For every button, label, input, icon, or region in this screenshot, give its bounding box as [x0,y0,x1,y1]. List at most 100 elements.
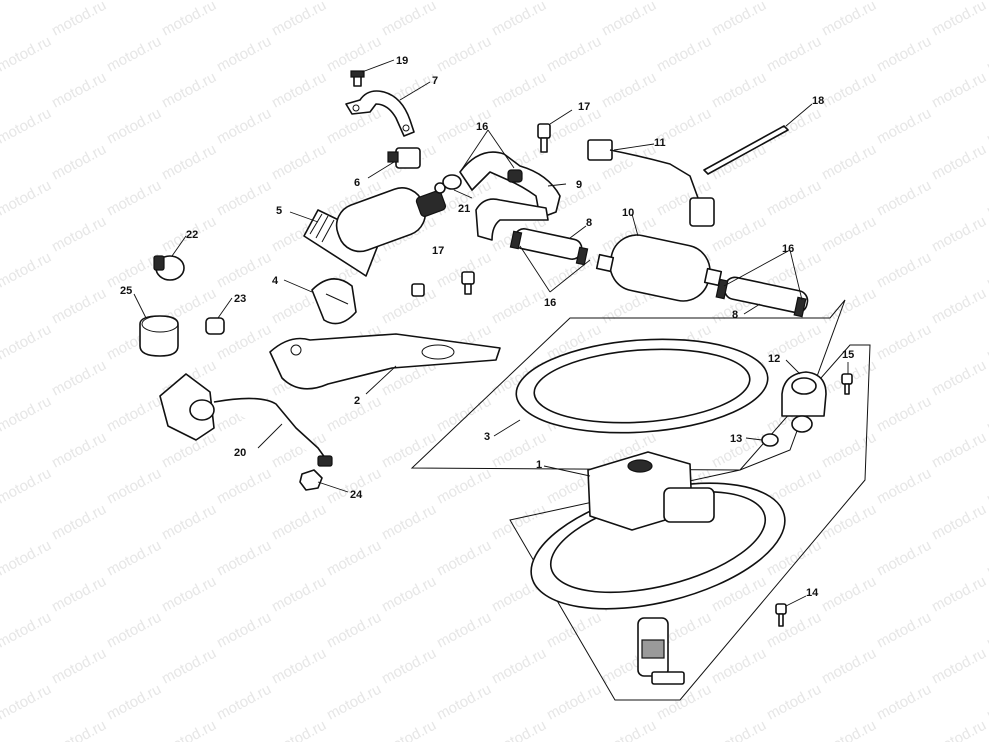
watermark-text: motod.ru [764,105,824,148]
callout-16-right: 16 [782,243,794,255]
watermark-text: motod.ru [214,33,274,76]
callout-15: 15 [842,349,854,361]
part-fuel-sender [637,617,685,685]
watermark-text: motod.ru [324,0,384,4]
watermark-text: motod.ru [104,681,164,724]
watermark-text: motod.ru [489,645,549,688]
watermark-text: motod.ru [489,285,549,328]
watermark-text: motod.ru [599,717,659,742]
watermark-text: motod.ru [489,717,549,742]
watermark-text: motod.ru [929,645,989,688]
part-14-screw [775,603,787,627]
watermark-text: motod.ru [49,141,109,184]
watermark-text: motod.ru [159,645,219,688]
callout-2: 2 [354,395,360,407]
watermark-text: motod.ru [379,645,439,688]
watermark-text: motod.ru [269,573,329,616]
callouts: 1 2 3 4 5 6 7 8 8 9 10 11 12 13 14 15 16… [120,55,854,599]
watermark-text: motod.ru [874,465,934,508]
watermark-text: motod.ru [0,393,54,436]
callout-5: 5 [276,205,282,217]
watermark-text: motod.ru [0,177,54,220]
watermark-text: motod.ru [269,717,329,742]
watermark-text: motod.ru [49,573,109,616]
watermark-text: motod.ru [0,609,54,652]
watermark-text: motod.ru [874,537,934,580]
watermark-text: motod.ru [764,0,824,4]
part-22-clamp [153,255,185,281]
watermark-text: motod.ru [819,213,879,256]
watermark-text: motod.ru [654,33,714,76]
callout-11: 11 [654,137,666,149]
watermark-text: motod.ru [434,681,494,724]
watermark-text: motod.ru [0,465,54,508]
watermark-text: motod.ru [929,501,989,544]
callout-24: 24 [350,489,363,501]
callout-8-lower: 8 [732,309,738,321]
callout-3: 3 [484,431,490,443]
part-15-screw [841,373,853,395]
watermark-text: motod.ru [324,609,384,652]
watermark-text: motod.ru [104,177,164,220]
watermark-text: motod.ru [929,285,989,328]
watermark-text: motod.ru [874,609,934,652]
part-7-bracket [345,90,415,137]
watermark-text: motod.ru [49,357,109,400]
watermark-text: motod.ru [324,537,384,580]
watermark-text: motod.ru [49,285,109,328]
watermark-text: motod.ru [654,681,714,724]
watermark-text: motod.ru [929,573,989,616]
watermark-text: motod.ru [984,609,989,652]
watermark-text: motod.ru [984,465,989,508]
watermark-text: motod.ru [214,105,274,148]
watermark-text: motod.ru [984,537,989,580]
watermark-text: motod.ru [984,105,989,148]
watermark-text: motod.ru [544,681,604,724]
callout-7: 7 [432,75,438,87]
watermark-text: motod.ru [324,681,384,724]
watermark-text: motod.ru [654,0,714,4]
watermark-text: motod.ru [379,501,439,544]
watermark-text: motod.ru [929,69,989,112]
watermark-text: motod.ru [379,717,439,742]
watermark-text: motod.ru [764,177,824,220]
watermark-text: motod.ru [874,249,934,292]
watermark-text: motod.ru [709,0,769,40]
watermark-text: motod.ru [159,69,219,112]
watermark-text: motod.ru [269,645,329,688]
watermark-text: motod.ru [874,33,934,76]
watermark-text: motod.ru [0,681,54,724]
watermark-text: motod.ru [0,105,54,148]
part-2-bracket [269,333,501,390]
watermark-text: motod.ru [819,141,879,184]
part-8-hose-left [509,228,589,266]
callout-6: 6 [354,177,360,189]
watermark-text: motod.ru [874,0,934,4]
callout-16-bottom: 16 [544,297,556,309]
callout-17-middle: 17 [432,245,444,257]
watermark-text: motod.ru [599,0,659,40]
callout-23: 23 [234,293,246,305]
watermark-text: motod.ru [49,429,109,472]
watermark-text: motod.ru [159,141,219,184]
watermark-text: motod.ru [984,0,989,4]
watermark-text: motod.ru [269,69,329,112]
watermark-text: motod.ru [984,393,989,436]
callout-25: 25 [120,285,132,297]
part-6-connector [387,147,421,169]
watermark-text: motod.ru [434,537,494,580]
watermark-text: motod.ru [214,177,274,220]
watermark-text: motod.ru [929,357,989,400]
callout-22: 22 [186,229,198,241]
watermark-text: motod.ru [269,501,329,544]
watermark-text: motod.ru [874,681,934,724]
watermark-text: motod.ru [104,609,164,652]
callout-12: 12 [768,353,780,365]
callout-16-top: 16 [476,121,488,133]
watermark-text: motod.ru [379,0,439,40]
watermark-text: motod.ru [709,69,769,112]
callout-4: 4 [272,275,279,287]
watermark-text: motod.ru [874,321,934,364]
watermark-text: motod.ru [159,501,219,544]
part-25-sleeve [139,315,179,357]
